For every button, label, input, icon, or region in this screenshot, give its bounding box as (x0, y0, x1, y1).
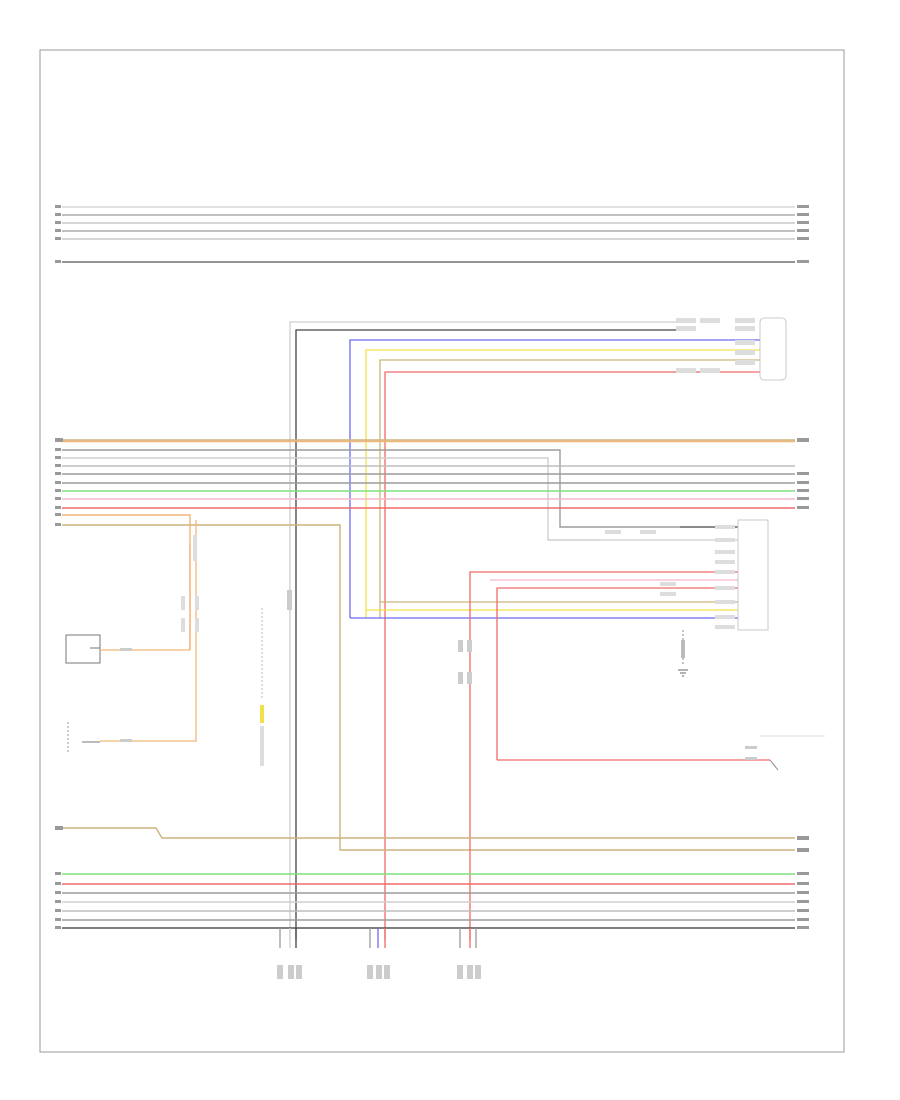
bus-wire (62, 524, 795, 851)
left-components (65, 520, 264, 766)
middle-bus (62, 439, 795, 851)
upper-connector-wires (289, 321, 770, 940)
module-ground-lead (678, 630, 688, 677)
lower-right-switch (497, 735, 825, 771)
middle-bus-ends (55, 438, 809, 526)
upper-connector-body (676, 317, 787, 381)
top-bus (62, 206, 795, 263)
lower-bus-ends (55, 826, 809, 929)
module-wires (350, 526, 740, 940)
bottom-drops (279, 928, 477, 948)
top-bus-ends-left (55, 205, 61, 263)
inline-connectors (287, 590, 472, 684)
bottom-connector-pins (277, 965, 481, 979)
top-bus-ends-right (797, 205, 809, 263)
lower-bus (62, 827, 795, 929)
component-box (65, 634, 101, 664)
module-connector-body (605, 519, 769, 631)
bus-wire (62, 827, 795, 839)
bus-wire (62, 449, 680, 528)
diagram-frame (39, 49, 845, 1053)
